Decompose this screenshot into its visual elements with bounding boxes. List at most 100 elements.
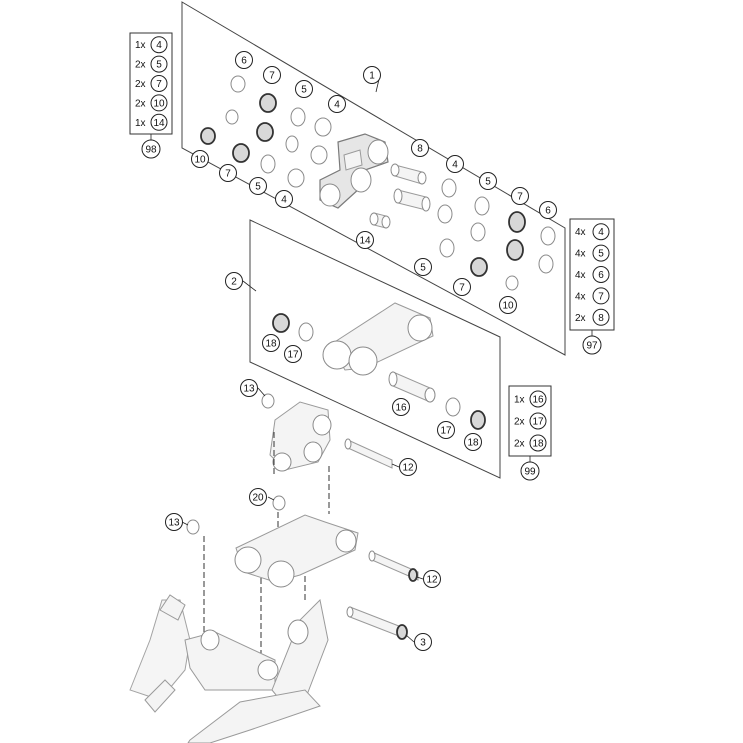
callout-c16: 16 [392,398,410,416]
callouts: 1234445555667777810101212131314161717181… [165,51,557,651]
callout-circle [363,66,381,84]
kit-item-qty: 2x [575,313,586,324]
kit-number-circle [520,461,540,481]
kit-item-part: 8 [598,313,604,324]
kit-number-circle [141,139,161,159]
kit-item-part: 7 [156,79,162,90]
kit-item-part: 18 [532,439,544,450]
callout-circle [263,66,281,84]
callout-c12b: 12 [423,570,441,588]
callout-circle [539,201,557,219]
kit-item-qty: 4x [575,270,586,281]
callout-circle [262,334,280,352]
callout-label: 5 [301,85,307,96]
callout-c8: 8 [411,139,429,157]
callout-c5a: 5 [295,80,313,98]
callout-c4b: 4 [446,155,464,173]
callout-label: 4 [334,100,340,111]
callout-label: 4 [281,195,287,206]
callout-label: 5 [255,182,261,193]
kit-item-qty: 4x [575,249,586,260]
callout-c2: 2 [225,272,243,290]
callout-c3: 3 [414,633,432,651]
callout-label: 1 [369,71,375,82]
callout-label: 16 [395,403,407,414]
callout-circle [437,421,455,439]
callout-circle [499,296,517,314]
callout-circle [328,95,346,113]
callout-c5b: 5 [479,172,497,190]
callout-label: 13 [168,518,180,529]
callout-c7b: 7 [511,187,529,205]
kit-item-circle [150,113,168,131]
callout-circle [275,190,293,208]
kit-item-qty: 1x [135,118,146,129]
callout-c7a: 7 [263,66,281,84]
callout-label: 14 [359,236,371,247]
callout-label: 18 [467,438,479,449]
kit-item-part: 10 [153,98,165,109]
callout-c10b: 10 [499,296,517,314]
kit-item-part: 5 [598,249,604,260]
callout-circle [225,272,243,290]
callout-label: 5 [420,263,426,274]
assembled-linkage [129,393,419,743]
callout-c5d: 5 [414,258,432,276]
callout-circle [414,258,432,276]
callout-label: 6 [241,56,247,67]
kit-item-part: 17 [532,417,544,428]
kit-item-qty: 1x [514,395,525,406]
callout-label: 12 [402,463,414,474]
panel-1-parts [200,75,556,291]
kit-item-part: 7 [598,291,604,302]
callout-c7c: 7 [219,164,237,182]
kit-item-qty: 2x [514,417,525,428]
kit-item-part: 6 [598,270,604,281]
callout-c18a: 18 [262,334,280,352]
callout-label: 18 [265,339,277,350]
kit-item-part: 16 [532,395,544,406]
kit-item-part: 5 [156,60,162,71]
kit-item-circle [529,412,547,430]
callout-label: 5 [485,177,491,188]
callout-circle [414,633,432,651]
callout-label: 3 [420,638,426,649]
kit-item-circle [592,244,610,262]
callout-label: 7 [459,283,465,294]
callout-circle [249,177,267,195]
callout-c7d: 7 [453,278,471,296]
kit-item-circle [150,55,168,73]
kit-item-circle [592,223,610,241]
panel-2-parts [272,302,486,430]
kit-item-qty: 2x [135,98,146,109]
callout-c17b: 17 [437,421,455,439]
kit-item-part: 4 [156,40,162,51]
kit-item-qty: 2x [135,60,146,71]
callout-circle [464,433,482,451]
callout-c13b: 13 [165,513,183,531]
callout-label: 7 [517,192,523,203]
callout-label: 12 [426,575,438,586]
kit-item-part: 14 [153,118,165,129]
kit-number-circle [582,335,602,355]
callout-circle [295,80,313,98]
callout-c4c: 4 [275,190,293,208]
callout-circle [165,513,183,531]
callout-circle [249,488,267,506]
callout-label: 8 [417,144,423,155]
callout-circle [191,150,209,168]
panel-part-1 [181,1,566,356]
callout-label: 4 [452,160,458,171]
callout-c20: 20 [249,488,267,506]
kit-item-qty: 4x [575,291,586,302]
callout-circle [240,379,258,397]
callout-circle [453,278,471,296]
callout-circle [479,172,497,190]
kit-item-circle [592,308,610,326]
callout-circle [423,570,441,588]
callout-c6b: 6 [539,201,557,219]
